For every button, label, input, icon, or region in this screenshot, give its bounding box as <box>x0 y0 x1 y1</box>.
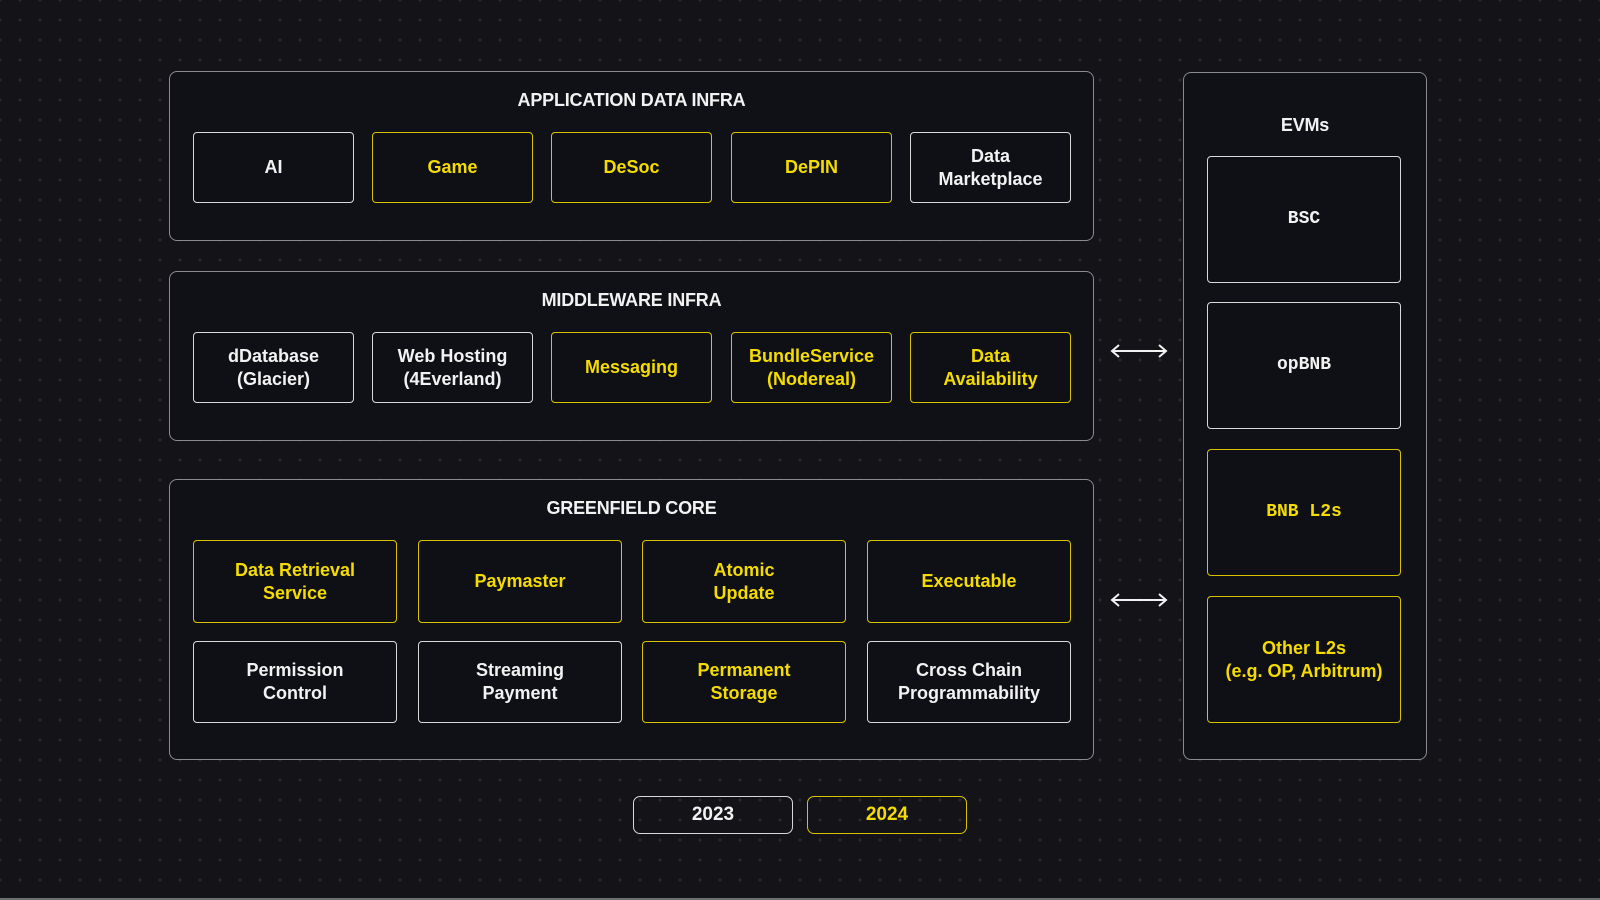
app-node-ai[interactable]: AI <box>193 132 354 203</box>
evm-node-opbnb[interactable]: opBNB <box>1207 302 1401 429</box>
core-node-paymaster[interactable]: Paymaster <box>418 540 622 623</box>
evms-panel: EVMs BSC opBNB BNB L2s Other L2s (e.g. O… <box>1183 72 1427 760</box>
evms-panel-title: EVMs <box>1280 115 1330 135</box>
bottom-border <box>0 898 1600 900</box>
greenfield-core-panel: GREENFIELD CORE Data Retrieval Service P… <box>169 479 1094 760</box>
app-node-depin[interactable]: DePIN <box>731 132 892 203</box>
core-node-atomic-update[interactable]: Atomic Update <box>642 540 846 623</box>
core-node-permission-control[interactable]: Permission Control <box>193 641 397 723</box>
evm-node-bnb-l2s[interactable]: BNB L2s <box>1207 449 1401 576</box>
core-node-cross-chain[interactable]: Cross Chain Programmability <box>867 641 1071 723</box>
core-node-permanent-storage[interactable]: Permanent Storage <box>642 641 846 723</box>
core-node-streaming-payment[interactable]: Streaming Payment <box>418 641 622 723</box>
middleware-infra-panel: MIDDLEWARE INFRA dDatabase (Glacier) Web… <box>169 271 1094 441</box>
core-node-executable[interactable]: Executable <box>867 540 1071 623</box>
mw-node-web-hosting[interactable]: Web Hosting (4Everland) <box>372 332 533 403</box>
mw-node-bundleservice[interactable]: BundleService (Nodereal) <box>731 332 892 403</box>
app-node-desoc[interactable]: DeSoc <box>551 132 712 203</box>
mw-node-ddatabase[interactable]: dDatabase (Glacier) <box>193 332 354 403</box>
mw-node-data-availability[interactable]: Data Availability <box>910 332 1071 403</box>
middleware-panel-title: MIDDLEWARE INFRA <box>541 290 722 310</box>
core-node-data-retrieval[interactable]: Data Retrieval Service <box>193 540 397 623</box>
core-panel-title: GREENFIELD CORE <box>546 498 717 518</box>
app-node-data-marketplace[interactable]: Data Marketplace <box>910 132 1071 203</box>
application-data-infra-panel: APPLICATION DATA INFRA AI Game DeSoc DeP… <box>169 71 1094 241</box>
mw-node-messaging[interactable]: Messaging <box>551 332 712 403</box>
double-arrow-icon <box>1110 593 1168 607</box>
legend-2024: 2024 <box>807 796 967 834</box>
app-node-game[interactable]: Game <box>372 132 533 203</box>
application-panel-title: APPLICATION DATA INFRA <box>517 90 746 110</box>
evm-node-other-l2s[interactable]: Other L2s (e.g. OP, Arbitrum) <box>1207 596 1401 723</box>
double-arrow-icon <box>1110 344 1168 358</box>
evm-node-bsc[interactable]: BSC <box>1207 156 1401 283</box>
legend-2023: 2023 <box>633 796 793 834</box>
